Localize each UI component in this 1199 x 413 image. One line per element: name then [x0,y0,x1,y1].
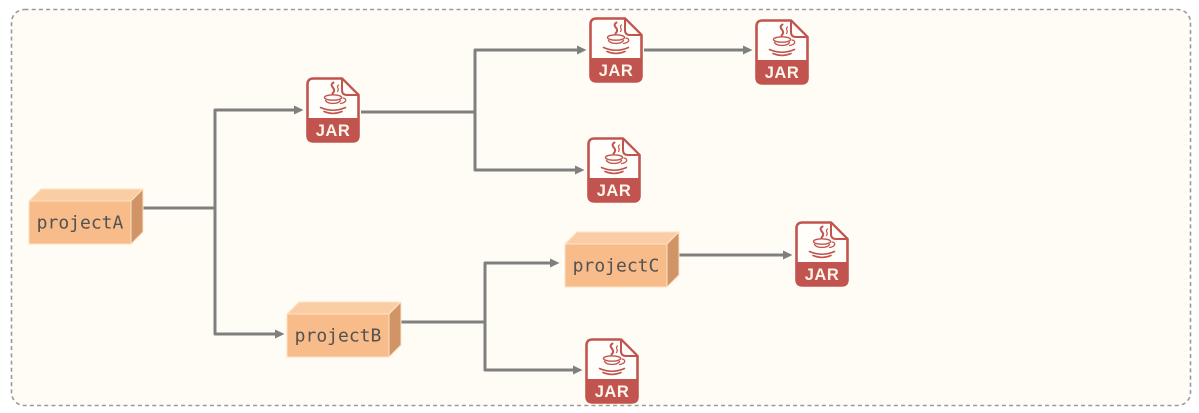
edge-projectA-jarA1 [213,105,304,208]
java-cup-icon [808,225,836,259]
node-projectC[interactable]: projectC [564,231,680,288]
node-jarA1[interactable]: JAR [306,77,360,143]
edge-jarA1-jarA1b [473,112,585,175]
java-jar-icon: JAR [589,17,643,83]
node-label: projectC [573,256,660,277]
java-jar-icon: JAR [585,338,639,404]
node-jarA1a[interactable]: JAR [589,17,643,83]
node-label: JAR [599,62,634,80]
java-cup-icon [600,141,628,175]
edge-jarA1-jarA1a [473,45,587,112]
node-jarB1[interactable]: JAR [585,338,639,404]
node-projectB[interactable]: projectB [286,301,402,358]
node-projectA[interactable]: projectA [28,188,144,245]
node-jarA1b[interactable]: JAR [587,137,641,203]
package-box-icon: projectC [564,231,680,288]
node-jarC1[interactable]: JAR [795,221,849,287]
java-jar-icon: JAR [795,221,849,287]
java-jar-icon: JAR [587,137,641,203]
node-jarA1a1[interactable]: JAR [755,19,809,85]
edge-projectA-projectB [213,208,285,339]
java-cup-icon [768,23,796,57]
node-label: JAR [316,122,351,140]
node-label: projectA [37,213,124,234]
edge-projectB-projectC [483,258,560,322]
java-jar-icon: JAR [306,77,360,143]
package-box-icon: projectA [28,188,144,245]
node-label: JAR [595,383,630,401]
java-cup-icon [598,342,626,376]
java-cup-icon [319,81,347,115]
node-label: JAR [597,182,632,200]
java-cup-icon [602,21,630,55]
edge-projectB-jarB1 [483,322,583,375]
java-jar-icon: JAR [755,19,809,85]
node-label: JAR [765,64,800,82]
node-label: JAR [805,266,840,284]
node-label: projectB [295,326,382,347]
package-box-icon: projectB [286,301,402,358]
